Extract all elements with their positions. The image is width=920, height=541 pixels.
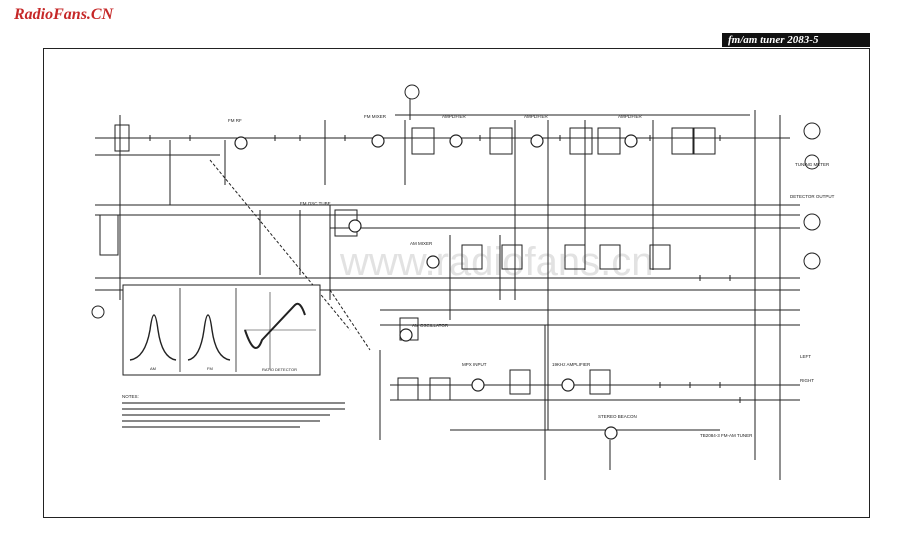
notes-heading: NOTES:	[122, 394, 139, 399]
label-am-osc: AM OSCILLATOR	[412, 323, 449, 328]
stage-labels: FM RF FM MIXER AMPLIFIER AMPLIFIER AMPLI…	[228, 114, 753, 438]
output-meters	[91, 84, 821, 319]
waveform-ratio-label: RATIO DETECTOR	[262, 367, 297, 372]
site-watermark: RadioFans.CN	[14, 6, 114, 23]
label-left-output: LEFT	[800, 354, 811, 359]
label-fm-mixer: FM MIXER	[364, 114, 387, 119]
label-if-amp-1: AMPLIFIER	[442, 114, 467, 119]
label-mpx-amp: 19KHz AMPLIFIER	[552, 362, 591, 367]
diagram-title: fm/am tuner 2083-5	[722, 33, 870, 47]
label-detector-output: DETECTOR OUTPUT	[790, 194, 835, 199]
label-am-mixer: AM MIXER	[410, 241, 433, 246]
component-marks	[149, 135, 741, 403]
label-right-output: RIGHT	[800, 378, 814, 383]
label-if-amp-3: AMPLIFIER	[618, 114, 643, 119]
label-fm-rf: FM RF	[228, 118, 242, 123]
notes-block: NOTES:	[122, 394, 345, 428]
faint-watermark: www.radiofans.cn	[339, 240, 653, 284]
label-stereo-beacon: STEREO BEACON	[598, 414, 637, 419]
schematic-frame	[43, 48, 870, 518]
waveform-fm-label: FM	[207, 366, 213, 371]
label-tuning-meter: TUNING METER	[795, 162, 830, 167]
label-if-amp-2: AMPLIFIER	[524, 114, 549, 119]
transistors	[234, 134, 638, 440]
waveform-am-label: AM	[150, 366, 156, 371]
label-mpx-input: MPX INPUT	[462, 362, 487, 367]
label-fm-osc: FM OSC TUBE	[300, 201, 331, 206]
output-labels: TUNING METER DETECTOR OUTPUT LEFT RIGHT	[790, 162, 835, 383]
label-board: TB2084-3 FM-AM TUNER	[700, 433, 753, 438]
waveform-panel: AM FM RATIO DETECTOR	[122, 284, 321, 376]
